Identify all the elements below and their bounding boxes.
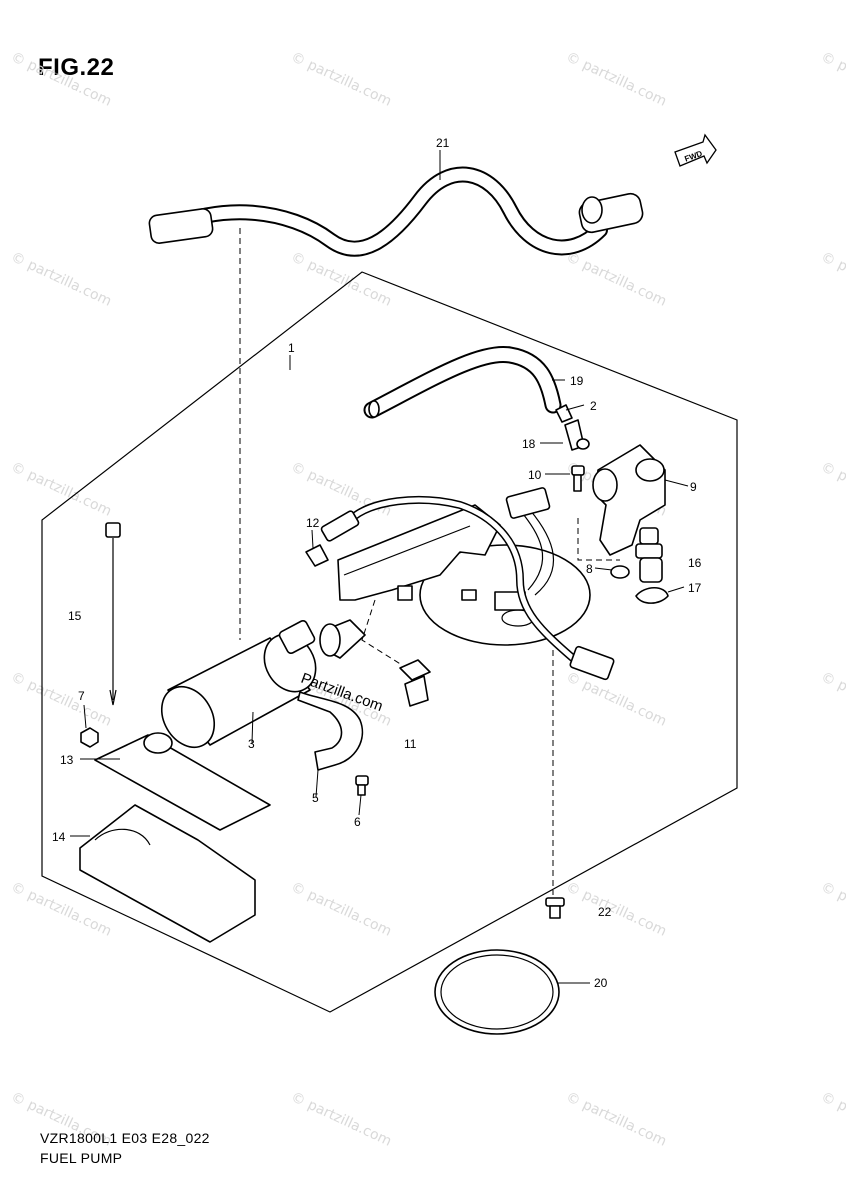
fwd-arrow-icon: FWD [674, 133, 717, 167]
callout-12: 12 [306, 516, 320, 530]
clamp-screw [355, 775, 369, 796]
watermark-text: © partzilla.com [818, 249, 846, 310]
hose-fitting [555, 404, 590, 451]
watermark-text: © partzilla.com [818, 669, 846, 730]
fuel-pump [160, 619, 317, 748]
watermark-text: © partzilla.com [818, 1089, 846, 1150]
model-code: VZR1800L1 E03 E28_022 [40, 1130, 210, 1146]
figure-title: FIG.22 [38, 54, 115, 81]
o-ring [610, 565, 630, 579]
breather-hose [363, 345, 562, 419]
callout-10: 10 [528, 468, 542, 482]
watermark-text: © partzilla.com [563, 49, 669, 110]
pump-clamp [297, 691, 364, 771]
alignment-line [577, 518, 620, 561]
flange-gasket [434, 949, 560, 1035]
callout-15: 15 [68, 609, 82, 623]
callout-21: 21 [436, 136, 450, 150]
watermark-text: © partzilla.com [563, 669, 669, 730]
watermark-text: © partzilla.com [288, 249, 394, 310]
assembly-outline [41, 271, 738, 1013]
watermark-text: © partzilla.com [563, 249, 669, 310]
watermark-text: © partzilla.com [288, 879, 394, 940]
watermark-text: © partzilla.com [818, 459, 846, 520]
watermark-text: © partzilla.com [8, 459, 114, 520]
pressure-regulator [635, 527, 663, 583]
callout-8: 8 [586, 562, 593, 576]
callout-18: 18 [522, 437, 536, 451]
pump-flange-plate [419, 544, 591, 646]
watermark-text: © partzilla.com [818, 49, 846, 110]
fuel-hose [148, 166, 644, 257]
pump-damper [319, 619, 366, 659]
pump-case [79, 804, 256, 943]
watermark-text: © partzilla.com [8, 879, 114, 940]
regulator-clip [635, 586, 669, 604]
callout-19: 19 [570, 374, 584, 388]
callout-16: 16 [688, 556, 702, 570]
watermark-text: © partzilla.com [288, 1089, 394, 1150]
pump-filter [94, 732, 271, 831]
callout-13: 13 [60, 753, 74, 767]
pump-bracket-arm [337, 504, 501, 601]
callout-3: 3 [248, 737, 255, 751]
callout-2: 2 [590, 399, 597, 413]
watermark-text: © partzilla.com [8, 249, 114, 310]
screw [571, 465, 585, 492]
cable-tie [105, 522, 121, 706]
pump-holder-bracket [592, 444, 666, 556]
callout-20: 20 [594, 976, 608, 990]
callout-14: 14 [52, 830, 66, 844]
watermark-text: © partzilla.com [818, 879, 846, 940]
watermark-text: © partzilla.com [288, 49, 394, 110]
wiring-harness [346, 487, 615, 681]
callout-1: 1 [288, 341, 295, 355]
watermark-text: © partzilla.com [563, 1089, 669, 1150]
watermark-text: © partzilla.com [563, 879, 669, 940]
watermark-text: © partzilla.com [288, 459, 394, 520]
flange-bolt [545, 897, 565, 919]
alignment-line [361, 599, 403, 666]
nut [80, 727, 99, 748]
callout-6: 6 [354, 815, 361, 829]
watermark-text: © partzilla.com [8, 669, 114, 730]
leader-lines [70, 150, 689, 984]
callout-5: 5 [312, 791, 319, 805]
callout-9: 9 [690, 480, 697, 494]
diagram-name: FUEL PUMP [40, 1150, 123, 1166]
harness-connector [305, 510, 360, 567]
callout-17: 17 [688, 581, 702, 595]
callout-7: 7 [78, 689, 85, 703]
callout-22: 22 [598, 905, 612, 919]
watermark-text: © partzilla.com [8, 49, 114, 110]
terminal-clip [399, 659, 431, 707]
callout-11: 11 [404, 737, 417, 751]
